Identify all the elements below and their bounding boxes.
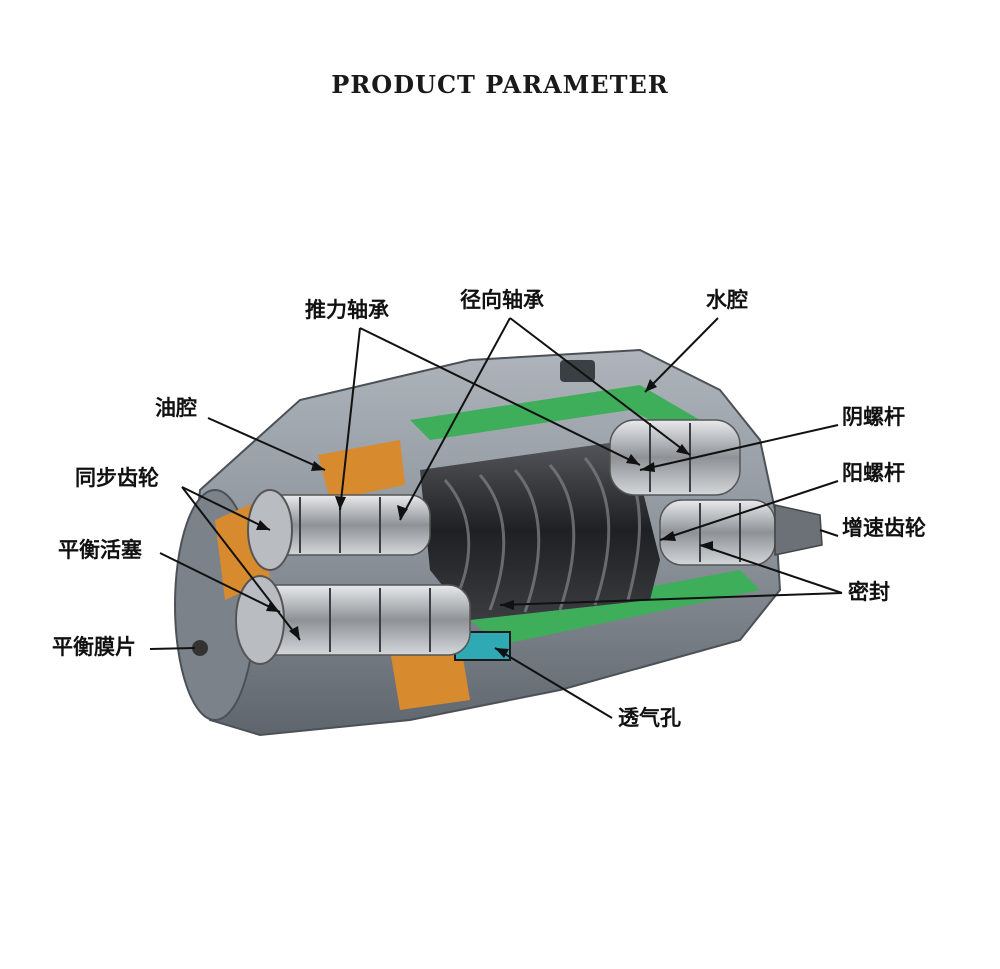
speed-gear-shaft	[774, 504, 823, 556]
label-speed-gear: 增速齿轮	[842, 516, 926, 540]
oil-chamber-top	[318, 440, 405, 500]
lower-right-shaft	[659, 499, 776, 566]
label-radial-bearing: 径向轴承	[460, 288, 544, 312]
label-female-rotor: 阴螺杆	[842, 405, 905, 429]
upper-right-shaft	[609, 419, 741, 496]
label-sync-gear: 同步齿轮	[75, 466, 159, 490]
label-seal: 密封	[848, 580, 890, 604]
diaphragm-plug	[192, 640, 208, 656]
label-male-rotor: 阳螺杆	[842, 461, 905, 485]
water-jacket-bottom	[470, 570, 760, 645]
water-jacket-top	[410, 385, 700, 440]
label-balance-piston: 平衡活塞	[58, 538, 142, 562]
label-thrust-bearing: 推力轴承	[305, 298, 389, 322]
label-oil-chamber: 油腔	[155, 396, 197, 420]
label-vent-hole: 透气孔	[618, 706, 681, 730]
page-title: PRODUCT PARAMETER	[331, 70, 669, 99]
label-water-chamber: 水腔	[706, 288, 748, 312]
oil-chamber-bottom	[390, 640, 470, 710]
label-balance-diaphragm: 平衡膜片	[52, 635, 136, 659]
